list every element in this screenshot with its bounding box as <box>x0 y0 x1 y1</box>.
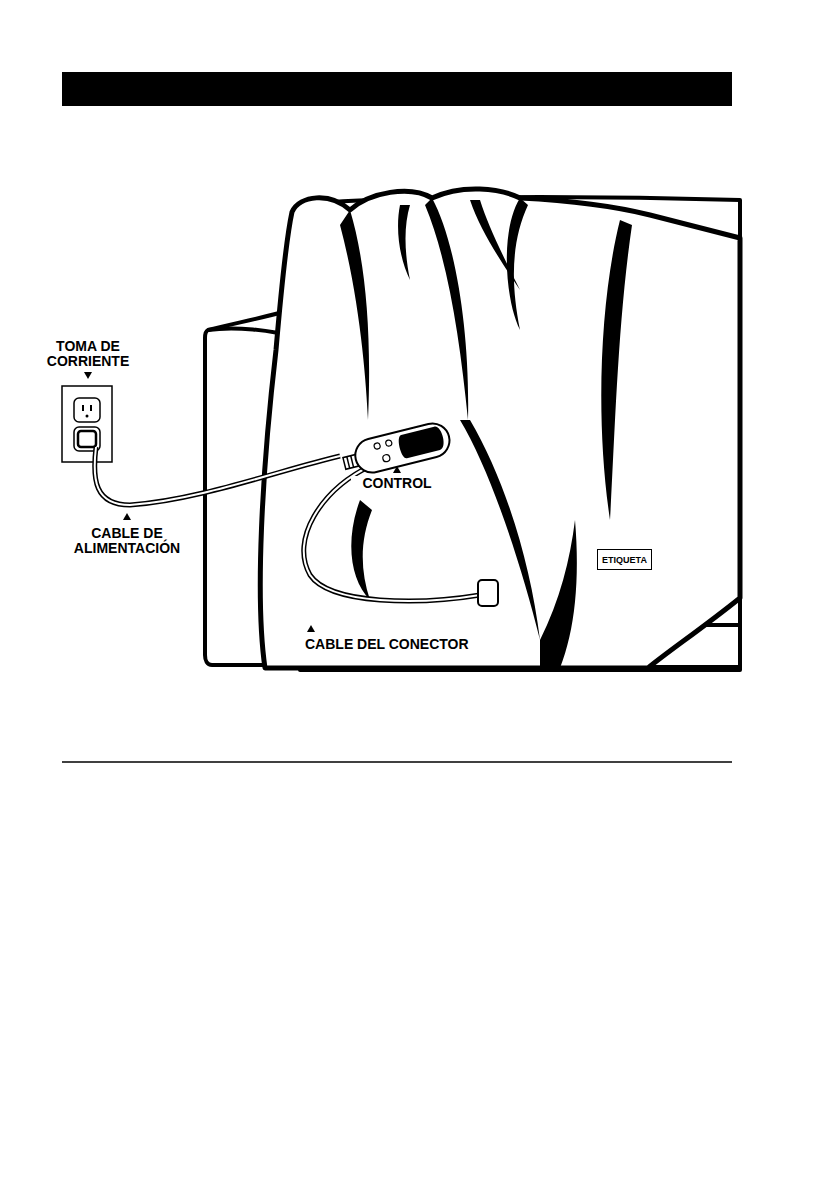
wall-outlet <box>62 386 112 462</box>
connector-cable-core <box>304 465 480 601</box>
label-tag: ETIQUETA <box>597 549 652 570</box>
power-cord <box>95 447 340 505</box>
callout-label: CABLE DEL CONECTOR <box>304 637 470 652</box>
connector-cable <box>304 465 480 601</box>
callout-label: CONTROL <box>351 476 443 491</box>
rule <box>62 761 732 763</box>
power-cord-core <box>95 447 340 505</box>
header-bar <box>62 72 732 106</box>
callout-label: CABLE DE ALIMENTACIÓN <box>70 526 184 556</box>
control-unit <box>340 420 453 479</box>
tag-text: ETIQUETA <box>602 555 647 565</box>
blanket <box>260 189 740 668</box>
callout-arrows <box>84 372 401 632</box>
callout-label: TOMA DE CORRIENTE <box>45 339 131 369</box>
connector-plug <box>478 580 498 606</box>
